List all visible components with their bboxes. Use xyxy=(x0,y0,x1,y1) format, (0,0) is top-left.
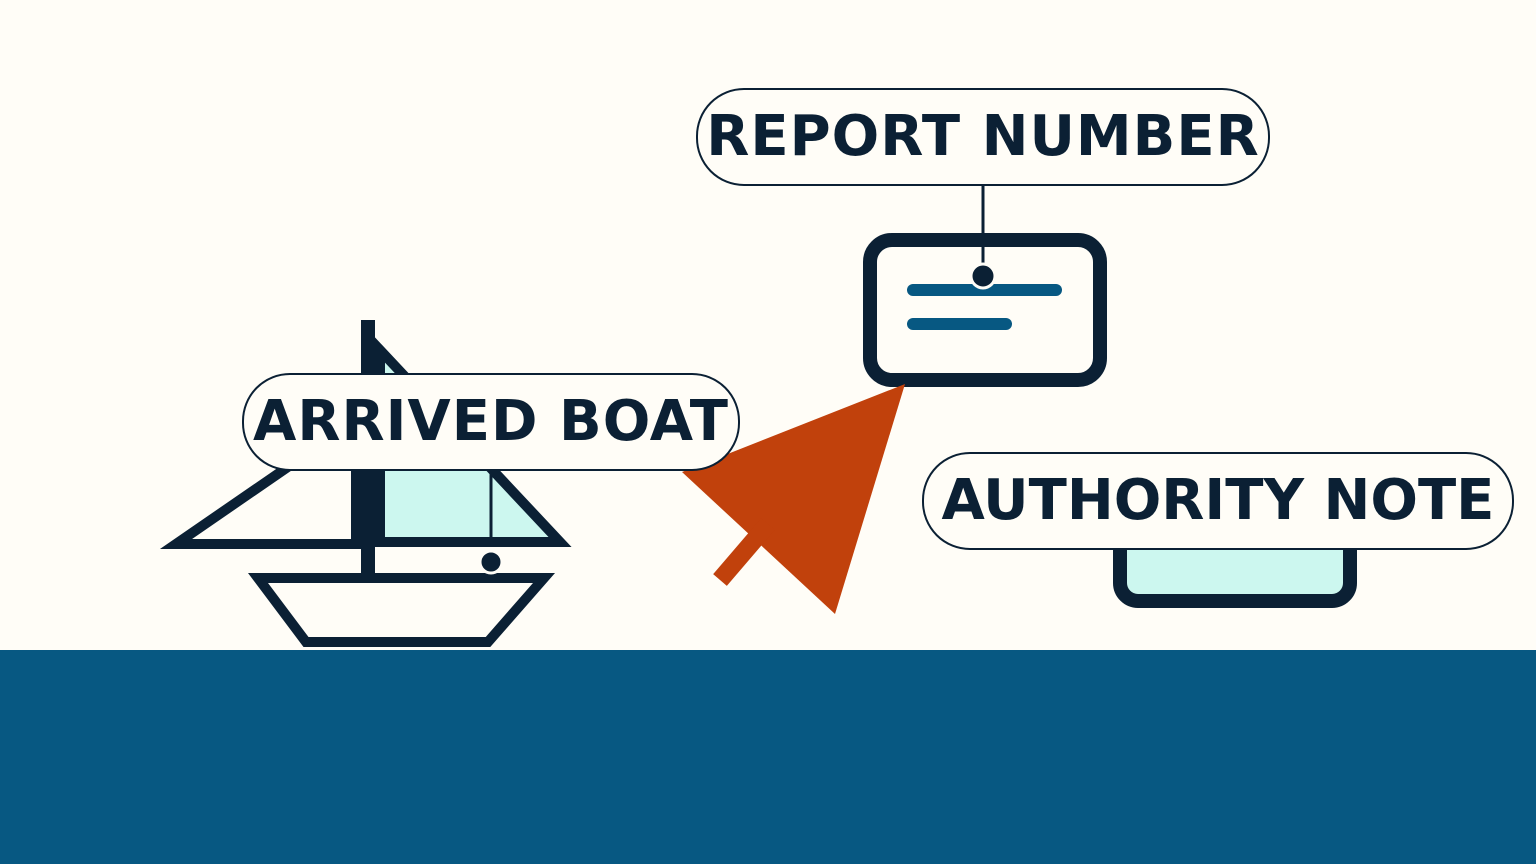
boat-anchor-dot xyxy=(478,549,504,575)
report-card-icon xyxy=(863,233,1107,387)
arrived-boat-label: ARRIVED BOAT xyxy=(242,373,740,471)
report-card-frame xyxy=(863,233,1107,387)
arrow-head xyxy=(682,384,905,614)
sea-band xyxy=(0,650,1536,864)
authority-note-label: AUTHORITY NOTE xyxy=(922,452,1514,550)
report-anchor-dot xyxy=(969,262,997,290)
sailboat-icon xyxy=(159,320,572,647)
report-number-label: REPORT NUMBER xyxy=(696,88,1270,186)
hull xyxy=(248,573,556,647)
pointer-arrow-icon xyxy=(682,384,905,614)
arrow-shaft xyxy=(713,518,775,586)
